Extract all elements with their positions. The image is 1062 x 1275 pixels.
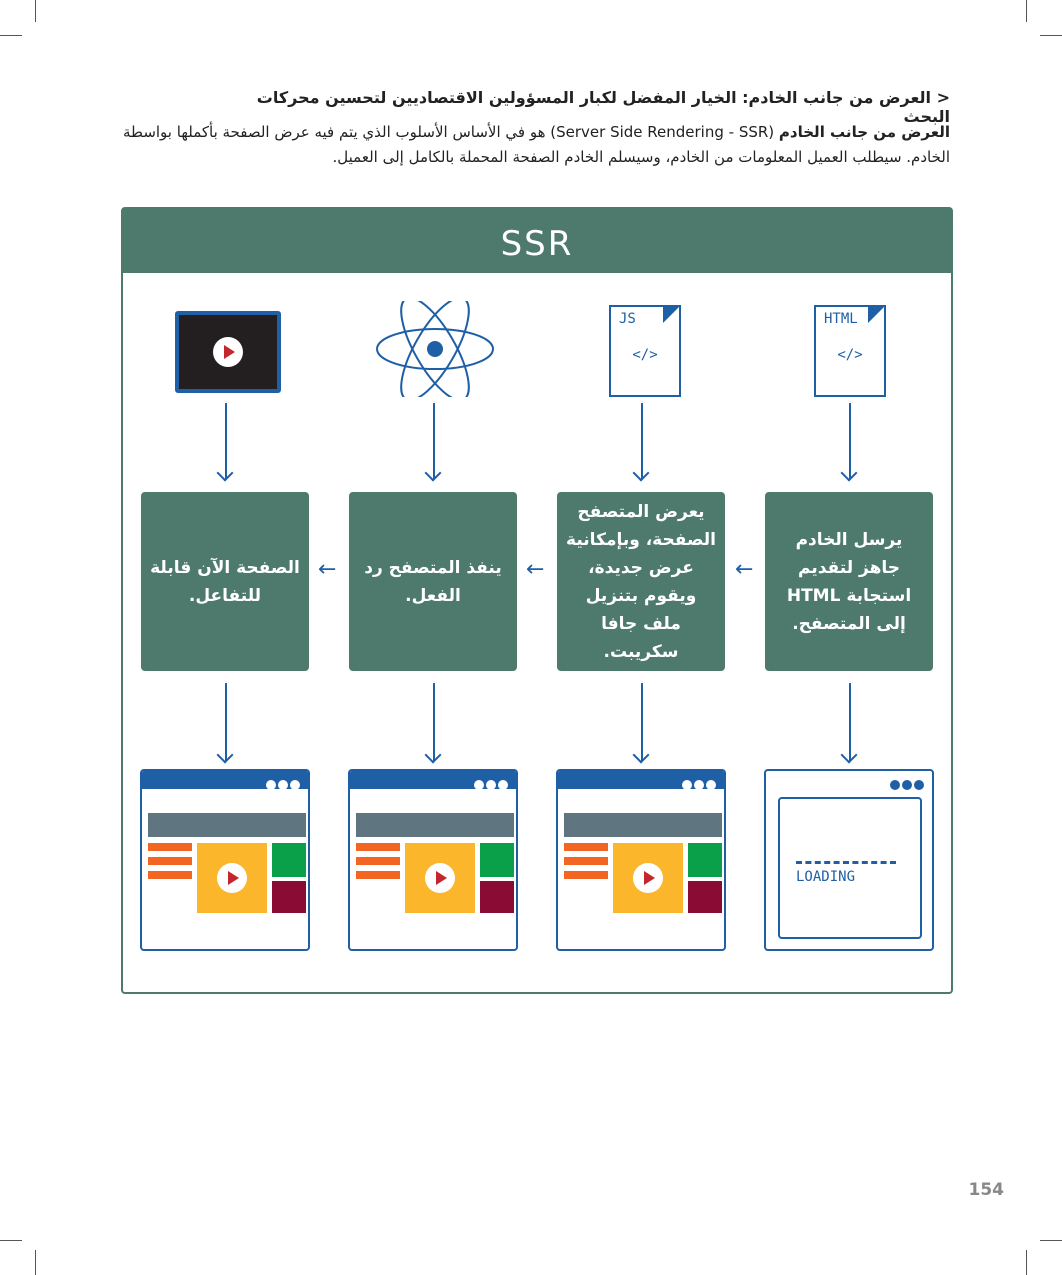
term: العرض من جانب الخادم <box>778 123 950 141</box>
step-1-box: يرسل الخادم جاهز لتقديم استجابة HTML إلى… <box>765 492 933 671</box>
page-number: 154 <box>968 1180 1005 1200</box>
browser-window-rendered <box>140 769 310 951</box>
loading-bar <box>796 861 896 864</box>
crop-mark <box>1040 1240 1062 1241</box>
diagram-title: SSR <box>123 209 951 273</box>
video-player-icon <box>175 311 281 393</box>
crop-mark <box>35 0 36 22</box>
play-icon <box>425 863 455 893</box>
file-label: HTML <box>824 311 858 327</box>
file-label: JS <box>619 311 636 327</box>
step-4-box: الصفحة الآن قابلة للتفاعل. <box>141 492 309 671</box>
intro-paragraph: العرض من جانب الخادم (Server Side Render… <box>110 120 950 170</box>
down-arrow <box>641 683 643 761</box>
down-arrow <box>225 683 227 761</box>
down-arrow <box>433 403 435 479</box>
left-arrow: ← <box>526 557 545 582</box>
left-arrow: ← <box>735 557 754 582</box>
down-arrow <box>849 403 851 479</box>
browser-window-loading: LOADING <box>764 769 934 951</box>
play-icon <box>217 863 247 893</box>
ssr-diagram: SSR JS </> HTML </> يرسل الخادم جاهز لتقدي… <box>121 207 953 994</box>
crop-mark <box>35 1250 36 1275</box>
crop-mark <box>1040 35 1062 36</box>
loading-text: LOADING <box>796 869 856 885</box>
down-arrow <box>641 403 643 479</box>
html-file-icon: HTML </> <box>814 305 886 397</box>
react-atom-icon <box>376 301 494 397</box>
step-2-box: يعرض المتصفح الصفحة، وبإمكانية عرض جديدة… <box>557 492 725 671</box>
step-3-box: ينفذ المتصفح رد الفعل. <box>349 492 517 671</box>
section-heading: < العرض من جانب الخادم: الخيار المفضل لك… <box>256 88 950 126</box>
code-glyph: </> <box>837 347 863 363</box>
browser-window-rendered <box>556 769 726 951</box>
left-arrow: ← <box>318 557 337 582</box>
js-file-icon: JS </> <box>609 305 681 397</box>
down-arrow <box>849 683 851 761</box>
down-arrow <box>433 683 435 761</box>
play-icon <box>633 863 663 893</box>
crop-mark <box>0 1240 22 1241</box>
code-glyph: </> <box>632 347 658 363</box>
crop-mark <box>1026 1250 1027 1275</box>
crop-mark <box>1026 0 1027 22</box>
crop-mark <box>0 35 22 36</box>
down-arrow <box>225 403 227 479</box>
browser-window-rendered <box>348 769 518 951</box>
paragraph-text: (Server Side Rendering - SSR) هو في الأس… <box>122 123 950 166</box>
